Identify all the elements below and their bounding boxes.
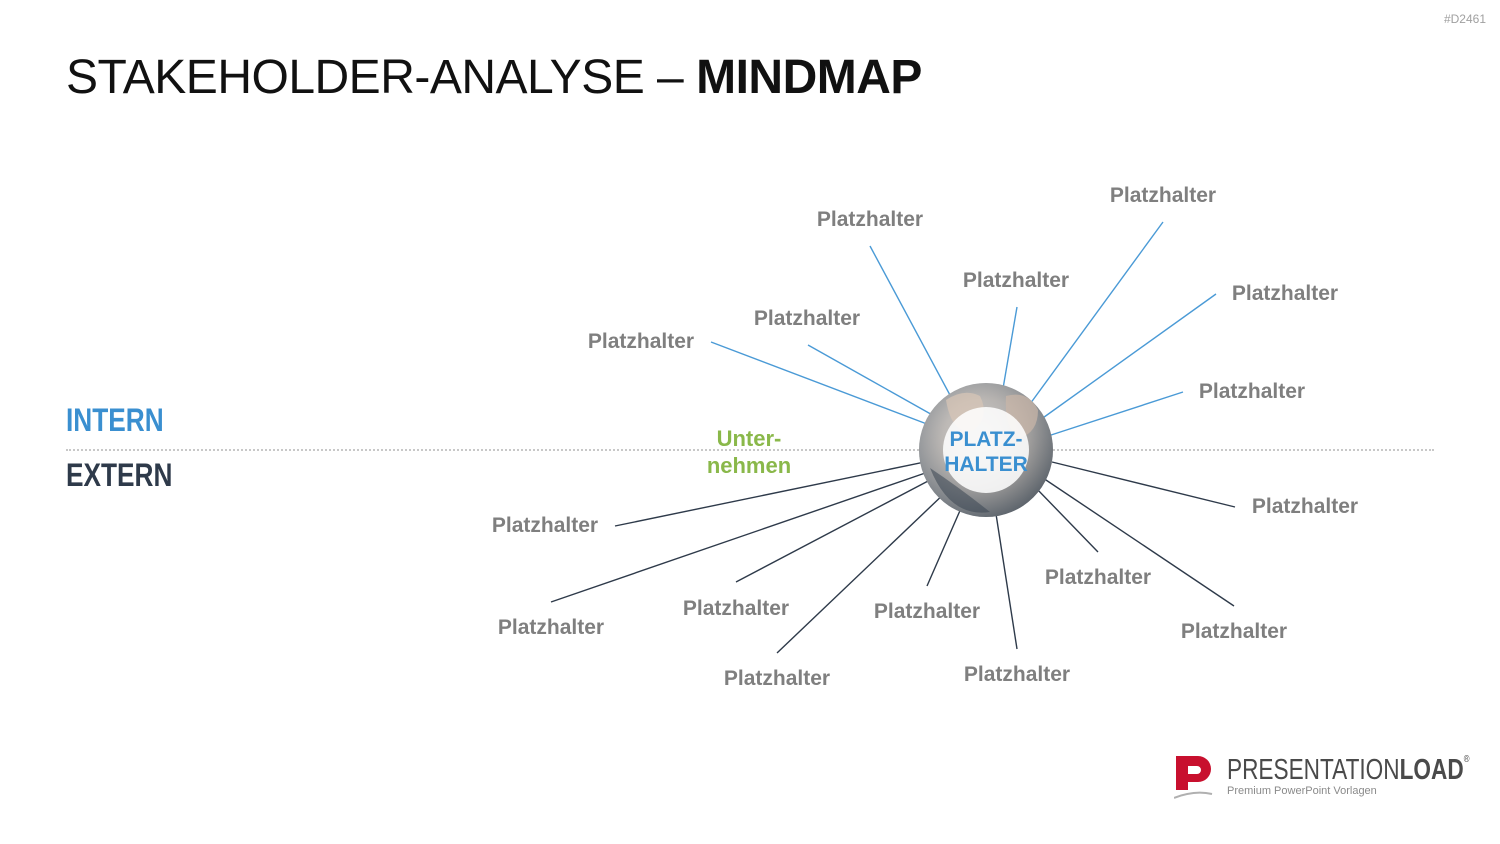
logo-tagline: Premium PowerPoint Vorlagen [1227, 785, 1377, 797]
stakeholder-label-extern-4: Platzhalter [724, 667, 830, 690]
logo-wordmark: PRESENTATIONLOAD® [1227, 754, 1469, 787]
connector-intern-3 [870, 246, 958, 410]
connector-intern-7 [1048, 392, 1183, 436]
logo-mark-icon [1174, 754, 1214, 804]
stakeholder-label-extern-7: Platzhalter [1045, 566, 1151, 589]
stakeholder-label-extern-1: Platzhalter [492, 514, 598, 537]
stakeholder-label-intern-3: Platzhalter [817, 208, 923, 231]
logo-swoosh [1174, 793, 1212, 798]
connector-extern-9 [1052, 462, 1235, 507]
logo-registered-mark: ® [1464, 754, 1470, 765]
center-label-line2: HALTER [944, 453, 1028, 476]
connector-intern-1 [711, 342, 948, 432]
stakeholder-label-extern-2: Platzhalter [498, 616, 604, 639]
logo-name-bold: LOAD [1400, 754, 1464, 786]
stakeholder-label-extern-9: Platzhalter [1252, 495, 1358, 518]
stakeholder-label-extern-6: Platzhalter [964, 663, 1070, 686]
connector-extern-5 [927, 506, 962, 586]
stakeholder-label-intern-4: Platzhalter [963, 269, 1069, 292]
company-label-line1: Unter- [694, 425, 804, 452]
company-label: Unter- nehmen [694, 425, 804, 479]
connector-extern-4 [777, 490, 948, 653]
stakeholder-label-intern-5: Platzhalter [1110, 184, 1216, 207]
stakeholder-label-intern-1: Platzhalter [588, 330, 694, 353]
connector-intern-5 [1030, 222, 1163, 404]
logo-name-regular: PRESENTATION [1227, 754, 1400, 786]
logo-p-shape [1176, 756, 1211, 790]
presentationload-logo: PRESENTATIONLOAD® Premium PowerPoint Vor… [1174, 754, 1464, 804]
company-label-line2: nehmen [694, 452, 804, 479]
stakeholder-label-extern-3: Platzhalter [683, 597, 789, 620]
stakeholder-label-intern-2: Platzhalter [754, 307, 860, 330]
connector-extern-7 [1036, 488, 1098, 552]
stakeholder-label-extern-8: Platzhalter [1181, 620, 1287, 643]
connector-extern-6 [996, 514, 1017, 649]
stakeholder-label-intern-6: Platzhalter [1232, 282, 1338, 305]
center-node: PLATZ- HALTER [919, 383, 1053, 517]
connector-extern-2 [551, 470, 934, 602]
stakeholder-label-extern-5: Platzhalter [874, 600, 980, 623]
connector-intern-6 [1040, 294, 1216, 420]
center-label-line1: PLATZ- [949, 428, 1022, 451]
stakeholder-label-intern-7: Platzhalter [1199, 380, 1305, 403]
